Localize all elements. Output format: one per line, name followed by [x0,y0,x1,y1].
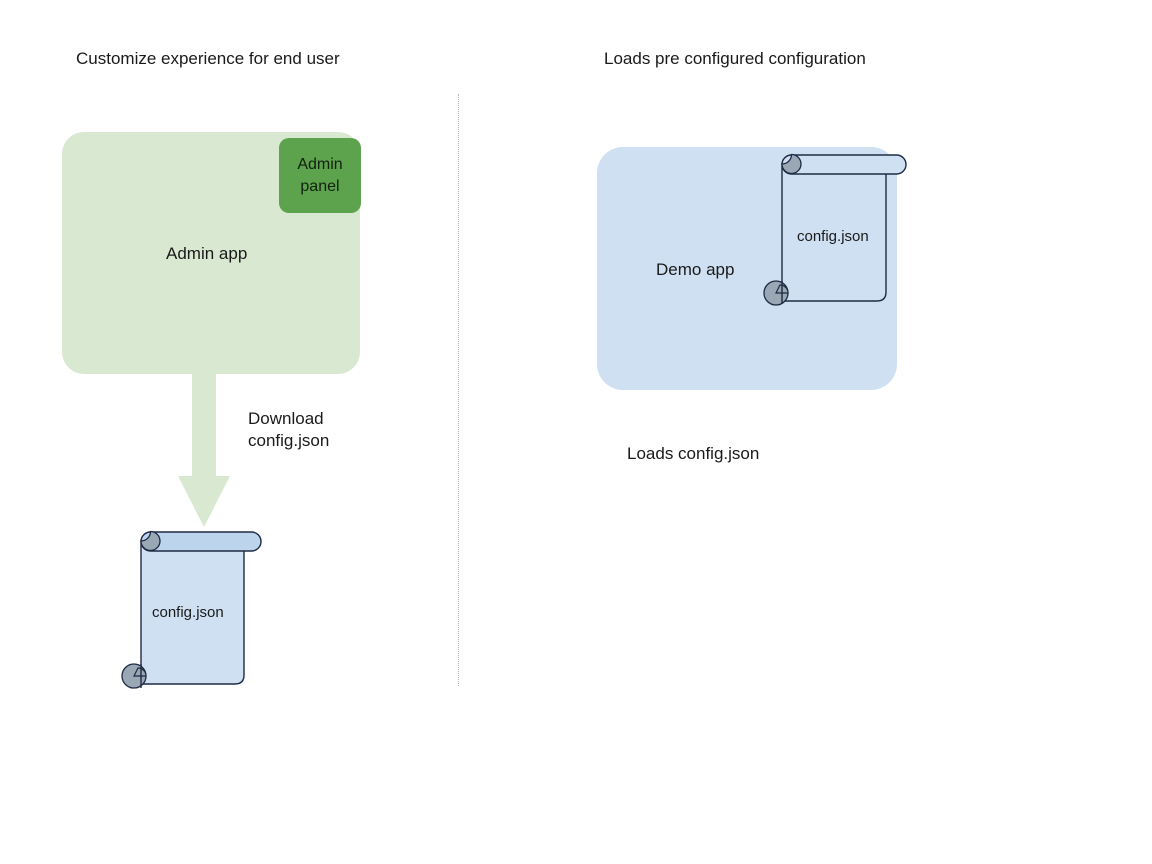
config-json-document-right[interactable] [763,152,920,312]
config-json-document-left[interactable] [120,528,270,693]
config-json-label-right: config.json [797,228,869,245]
download-arrow-label: Download config.json [248,409,330,450]
admin-panel-chip-label: Admin panel [297,155,343,195]
column-divider [458,94,459,686]
download-arrow-icon [178,372,230,527]
demo-app-label: Demo app [656,260,735,279]
loads-config-caption: Loads config.json [627,444,760,463]
column-heading-left: Customize experience for end user [76,49,340,68]
config-json-label-left: config.json [152,604,224,621]
column-heading-right: Loads pre configured configuration [604,49,866,68]
admin-app-label: Admin app [166,244,248,263]
admin-panel-chip[interactable]: Admin panel [279,138,361,213]
